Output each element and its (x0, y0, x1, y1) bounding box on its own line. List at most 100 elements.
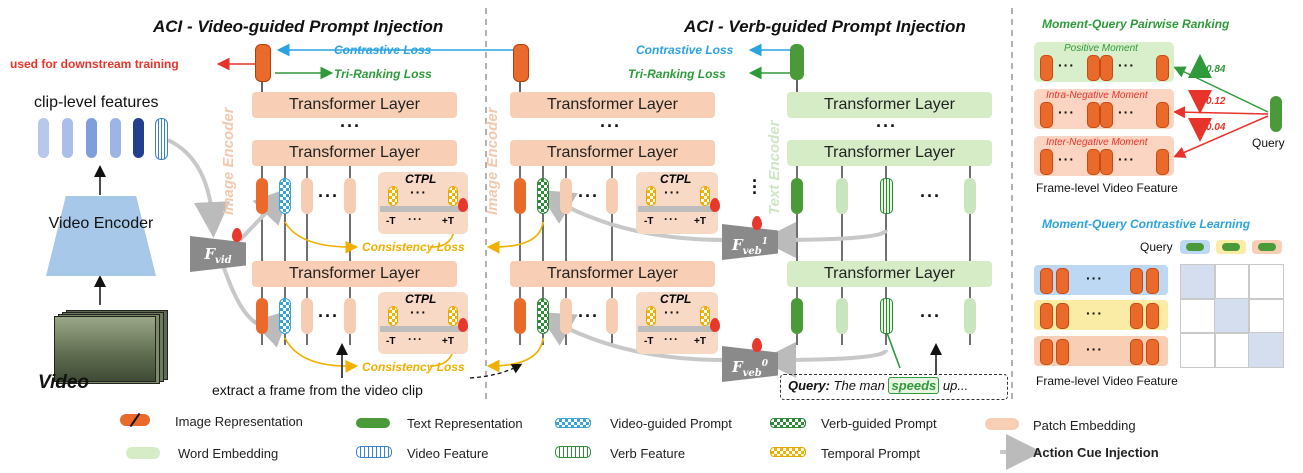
legend-aci: Action Cue Injection (1033, 445, 1159, 460)
patch-token (560, 298, 572, 334)
pairwise-title: Moment-Query Pairwise Ranking (1042, 17, 1230, 31)
contrastive-loss-label: Contrastive Loss (636, 43, 734, 57)
query-representation (1270, 96, 1282, 132)
legend-video-feature: Video Feature (407, 446, 489, 461)
query-label: Query (1252, 136, 1285, 150)
legend-verb-prompt: Verb-guided Prompt (821, 416, 937, 431)
patch-token (344, 178, 356, 214)
transformer-layer-top-1: Transformer Layer (252, 92, 457, 118)
clip-features-label: clip-level features (34, 94, 159, 111)
video-encoder-label: Video Encoder (48, 215, 154, 232)
legend-video-prompt: Video-guided Prompt (610, 416, 732, 431)
transformer-layer-bottom-2: Transformer Layer (510, 261, 715, 287)
trainable-flame-icon (752, 338, 762, 352)
patch-token (301, 298, 313, 334)
video-encoder-block (46, 196, 156, 276)
score-positive: 0.84 (1206, 64, 1226, 75)
text-transformer-layer-bottom: Transformer Layer (787, 261, 992, 287)
ellipsis: ··· (408, 212, 423, 226)
legend-image-rep: Image Representation (175, 414, 303, 429)
ellipsis: ··· (410, 304, 427, 320)
patch-embedding-icon (985, 418, 1019, 430)
contrastive-query-label: Query (1140, 240, 1173, 254)
verb-highlight: speeds (888, 377, 940, 394)
verb-guided-prompt (537, 298, 549, 334)
temporal-prompt (700, 186, 710, 206)
ellipsis: ··· (664, 212, 679, 226)
temporal-bar (638, 206, 714, 212)
extract-frame-label: extract a frame from the video clip (212, 382, 423, 398)
plus-t-label: +T (694, 336, 706, 347)
temporal-prompt (700, 306, 710, 326)
plus-t-label: +T (442, 216, 454, 227)
word-embedding-icon (126, 447, 160, 459)
ellipsis: ··· (578, 306, 599, 326)
text-encoder-label: Text Encoder (766, 120, 783, 215)
word-embedding (836, 298, 848, 334)
contrastive-loss-label: Contrastive Loss (334, 43, 432, 57)
legend-patch: Patch Embedding (1033, 418, 1136, 433)
query-box (780, 374, 1008, 400)
ellipsis: ··· (340, 116, 361, 136)
transformer-layer-mid-1: Transformer Layer (252, 140, 457, 166)
word-embedding (836, 178, 848, 214)
contrastive-frame-feature-label: Frame-level Video Feature (1036, 374, 1178, 388)
contrastive-title: Moment-Query Contrastive Learning (1042, 217, 1251, 231)
video-guided-prompt (279, 298, 291, 334)
temporal-prompt (448, 306, 458, 326)
ellipsis: ··· (408, 332, 423, 346)
ellipsis: ··· (664, 304, 681, 320)
vertical-ellipsis: ··· (752, 171, 758, 203)
intra-negative-label: Intra-Negative Moment (1046, 90, 1148, 101)
video-guided-prompt (279, 178, 291, 214)
ellipsis: ··· (410, 184, 427, 200)
minus-t-label: -T (644, 336, 654, 347)
temporal-prompt (448, 186, 458, 206)
verb-prompt-icon (770, 418, 806, 428)
verb-feature (880, 178, 893, 214)
video-feature-icon (356, 446, 392, 458)
tri-ranking-loss-label: Tri-Ranking Loss (334, 67, 432, 81)
minus-t-label: -T (386, 216, 396, 227)
score-inter: 0.04 (1206, 122, 1226, 133)
text-transformer-layer-mid: Transformer Layer (787, 140, 992, 166)
verb-guided-prompt (537, 178, 549, 214)
word-embedding (964, 298, 976, 334)
patch-token (256, 298, 268, 334)
ctpl-label: CTPL (660, 172, 692, 186)
temporal-prompt-icon (770, 447, 806, 457)
temporal-bar (638, 326, 714, 332)
video-label: Video (38, 372, 90, 393)
f-veb-1-module: Fveb1 (722, 224, 778, 260)
verb-feature-icon (555, 446, 591, 458)
plus-t-label: +T (694, 216, 706, 227)
ellipsis: ··· (664, 332, 679, 346)
trainable-flame-icon (710, 318, 720, 332)
patch-token (344, 298, 356, 334)
f-vid-module: Fvid (190, 236, 246, 272)
ellipsis: ··· (876, 116, 897, 136)
image-representation-output (255, 44, 271, 82)
patch-token (514, 178, 526, 214)
temporal-prompt (388, 306, 398, 326)
downstream-label: used for downstream training (10, 57, 179, 71)
trainable-flame-icon (752, 216, 762, 230)
image-representation-icon (120, 412, 154, 428)
temporal-prompt (388, 186, 398, 206)
text-representation-output (790, 44, 804, 80)
ellipsis: ··· (578, 186, 599, 206)
query-text: Query: The man speeds up... (788, 377, 969, 394)
plus-t-label: +T (442, 336, 454, 347)
word-token (791, 178, 803, 214)
trainable-flame-icon (458, 198, 468, 212)
temporal-prompt (646, 306, 656, 326)
ellipsis: ··· (318, 186, 339, 206)
patch-token (256, 178, 268, 214)
video-clip-image (50, 310, 170, 384)
temporal-bar (380, 326, 462, 332)
consistency-loss-label: Consistency Loss (362, 360, 465, 374)
temporal-prompt (646, 186, 656, 206)
legend-verb-feature: Verb Feature (610, 446, 686, 461)
video-injection-title: ACI - Video-guided Prompt Injection (153, 17, 444, 36)
image-encoder-label-2: Image Encoder (484, 107, 501, 215)
